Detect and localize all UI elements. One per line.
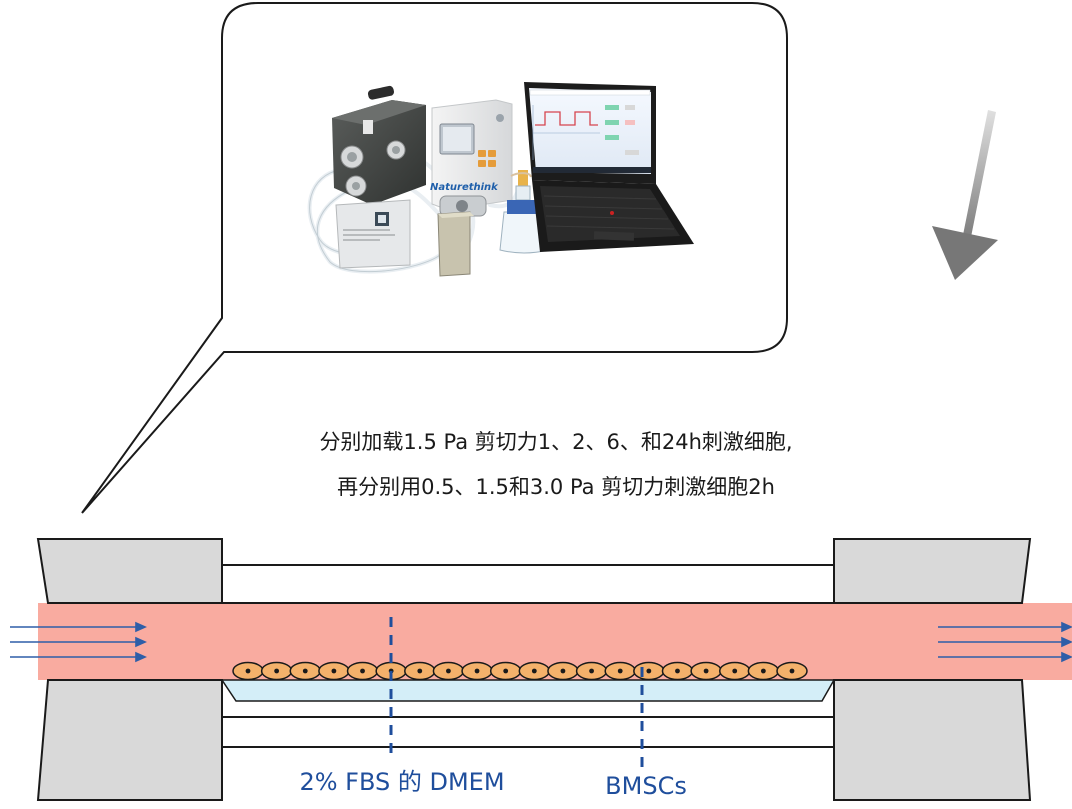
gray-arrow-icon xyxy=(932,110,998,280)
cell-nucleus xyxy=(675,668,680,674)
cell-nucleus xyxy=(617,668,623,674)
cells-label: BMSCs xyxy=(605,772,687,800)
cell-nucleus xyxy=(302,668,308,674)
cell-nucleus xyxy=(760,668,766,674)
cell-nucleus xyxy=(589,668,594,674)
cell-nucleus xyxy=(446,668,451,674)
caption-line-1: 分别加载1.5 Pa 剪切力1、2、6、和24h刺激细胞, xyxy=(319,430,792,454)
cell-layer xyxy=(232,661,808,681)
cell-nucleus xyxy=(732,668,738,674)
left-top-block xyxy=(36,538,223,604)
cell-nucleus xyxy=(274,668,280,674)
cell-nucleus xyxy=(646,668,652,674)
cell-nucleus xyxy=(560,668,566,674)
cell-nucleus xyxy=(360,668,365,674)
cell-nucleus xyxy=(503,668,509,674)
right-bottom-block xyxy=(833,679,1032,801)
cell-nucleus xyxy=(789,668,795,674)
cell-nucleus xyxy=(703,668,709,674)
device-photo: Naturethink xyxy=(307,82,694,277)
cell-nucleus xyxy=(474,668,480,674)
left-bottom-block xyxy=(36,679,223,801)
flow-channel xyxy=(38,603,1072,680)
cell-nucleus xyxy=(531,668,537,674)
caption-line-2: 再分别用0.5、1.5和3.0 Pa 剪切力刺激细胞2h xyxy=(337,475,775,499)
flow-chamber xyxy=(36,538,1072,801)
inflow-arrows xyxy=(10,621,147,663)
medium-label: 2% FBS 的 DMEM xyxy=(299,768,504,796)
brand-text: Naturethink xyxy=(430,182,499,193)
medium-layer xyxy=(220,679,836,702)
cell-nucleus xyxy=(331,668,337,674)
cell-nucleus xyxy=(245,668,251,674)
cell-nucleus xyxy=(417,668,423,674)
right-top-block xyxy=(833,538,1032,604)
outflow-arrows xyxy=(938,621,1072,663)
